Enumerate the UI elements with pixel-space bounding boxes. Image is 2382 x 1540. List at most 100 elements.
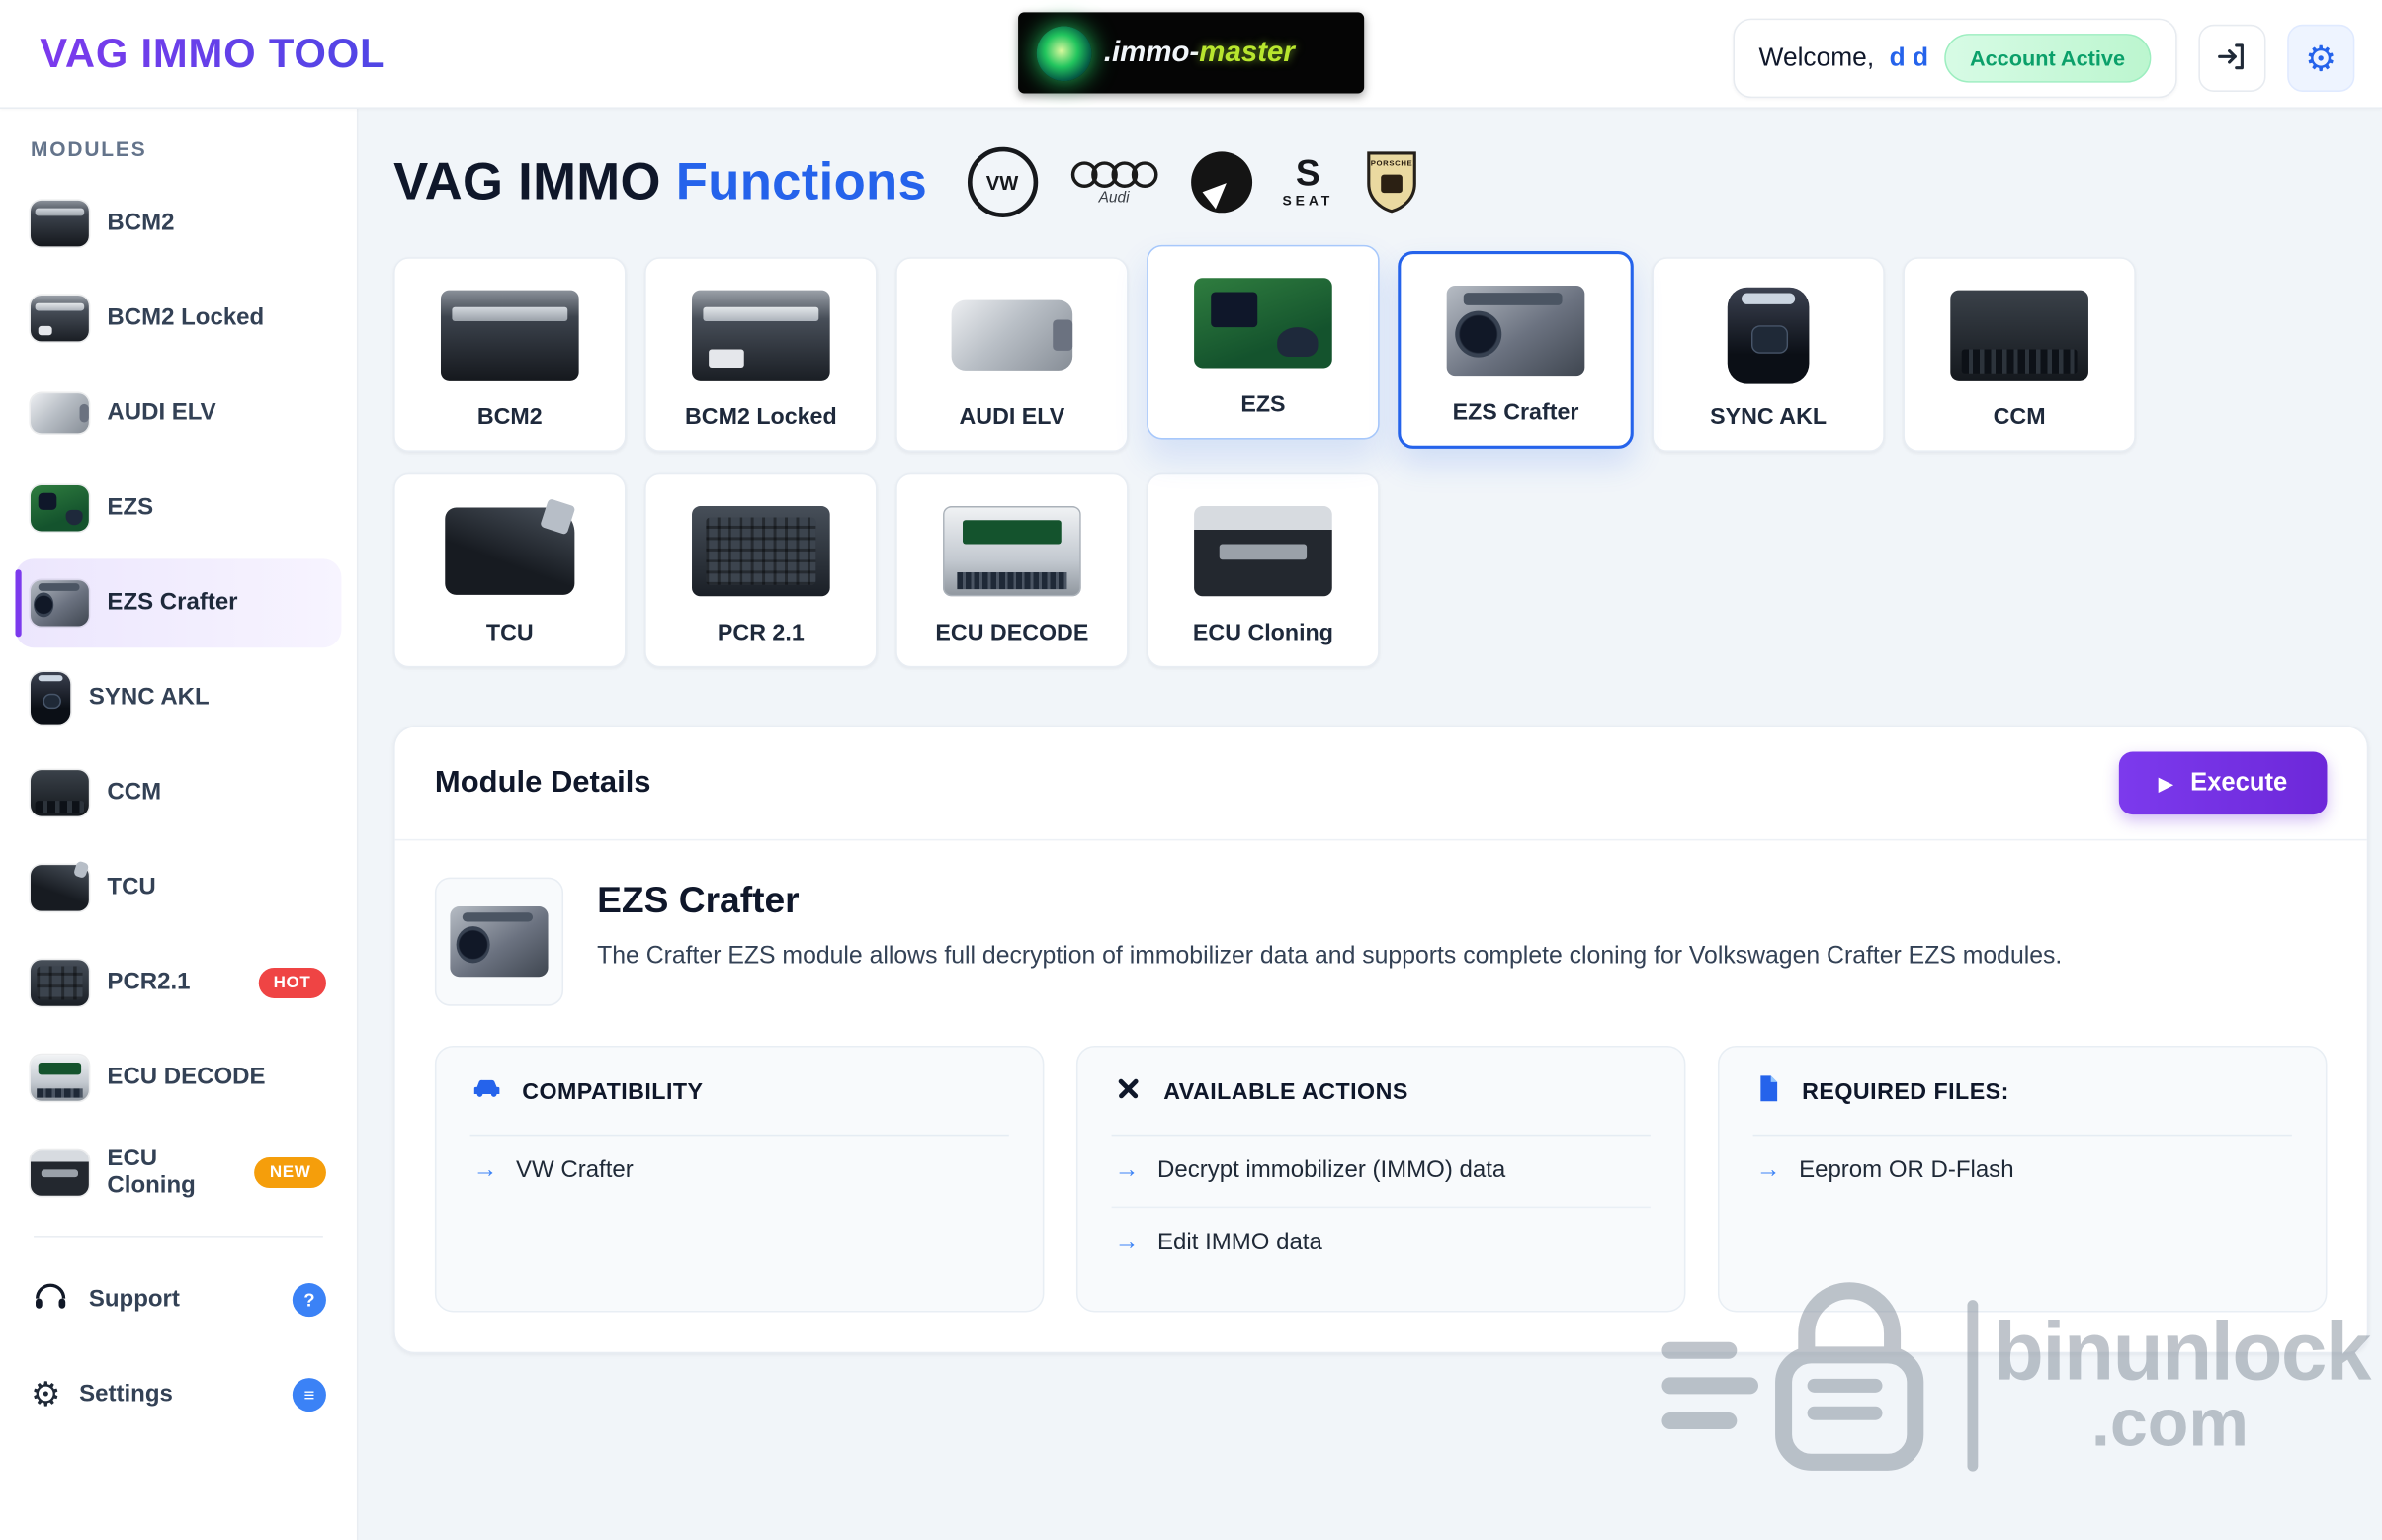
module-card-label: PCR 2.1 bbox=[717, 620, 805, 646]
sidebar-item-ecu-cloning[interactable]: ECU Cloning NEW bbox=[15, 1129, 341, 1218]
ezs-image bbox=[1194, 278, 1332, 369]
ecu-decode-image bbox=[943, 506, 1081, 597]
gear-icon: ⚙ bbox=[30, 1375, 61, 1413]
module-card-sync-akl[interactable]: SYNC AKL bbox=[1652, 257, 1885, 452]
module-card-bcm2[interactable]: BCM2 bbox=[393, 257, 627, 452]
tools-icon bbox=[1112, 1071, 1146, 1113]
sidebar-item-label: PCR2.1 bbox=[107, 969, 191, 995]
engine-glow-icon bbox=[1036, 25, 1092, 81]
module-card-ezs-crafter[interactable]: EZS Crafter bbox=[1398, 251, 1634, 449]
play-icon: ▶ bbox=[2158, 771, 2174, 795]
sidebar-item-pcr21[interactable]: PCR2.1 HOT bbox=[15, 939, 341, 1028]
sidebar-item-ccm[interactable]: CCM bbox=[15, 748, 341, 837]
info-item: → Decrypt immobilizer (IMMO) data bbox=[1112, 1136, 1651, 1206]
tcu-image bbox=[445, 507, 575, 595]
module-card-tcu[interactable]: TCU bbox=[393, 472, 627, 668]
sidebar-item-sync-akl[interactable]: SYNC AKL bbox=[15, 653, 341, 742]
module-card-label: BCM2 Locked bbox=[685, 403, 837, 431]
bcm2-icon bbox=[30, 200, 89, 247]
ccm-icon bbox=[30, 770, 89, 816]
execute-button[interactable]: ▶ Execute bbox=[2118, 751, 2328, 815]
info-item: → Edit IMMO data bbox=[1111, 1206, 1651, 1279]
pcr21-image bbox=[692, 506, 830, 597]
module-card-audi-elv[interactable]: AUDI ELV bbox=[895, 257, 1129, 452]
ccm-image bbox=[1950, 290, 2088, 381]
module-card-ccm[interactable]: CCM bbox=[1903, 257, 2136, 452]
audi-elv-image bbox=[951, 299, 1073, 371]
sidebar-item-bcm2[interactable]: BCM2 bbox=[15, 179, 341, 268]
hot-badge: HOT bbox=[258, 967, 326, 998]
module-card-ecu-cloning[interactable]: ECU Cloning bbox=[1147, 472, 1380, 668]
ezs-crafter-icon bbox=[30, 580, 89, 627]
audi-logo: Audi bbox=[1068, 158, 1160, 206]
module-card-bcm2-locked[interactable]: BCM2 Locked bbox=[644, 257, 878, 452]
info-cards-row: COMPATIBILITY → VW Crafter AVAILABLE ACT… bbox=[395, 1040, 2367, 1313]
sidebar-item-settings[interactable]: ⚙ Settings ≡ bbox=[15, 1350, 341, 1439]
info-card-title: REQUIRED FILES: bbox=[1802, 1079, 2009, 1106]
arrow-icon: → bbox=[472, 1157, 498, 1184]
module-card-ezs[interactable]: EZS bbox=[1147, 244, 1380, 440]
porsche-logo: PORSCHE bbox=[1364, 150, 1419, 214]
new-badge: NEW bbox=[254, 1157, 326, 1189]
sidebar-item-ezs[interactable]: EZS bbox=[15, 464, 341, 553]
banner-text: .immo-master bbox=[1104, 36, 1295, 69]
required-files-card: REQUIRED FILES: → Eeprom OR D-Flash bbox=[1717, 1045, 2328, 1313]
sidebar-item-label: CCM bbox=[107, 779, 162, 806]
sidebar-item-label: Settings bbox=[79, 1381, 173, 1408]
sidebar-item-ecu-decode[interactable]: ECU DECODE bbox=[15, 1034, 341, 1123]
info-item-text: Edit IMMO data bbox=[1157, 1229, 1322, 1256]
sidebar-item-audi-elv[interactable]: AUDI ELV bbox=[15, 369, 341, 458]
info-card-title: AVAILABLE ACTIONS bbox=[1163, 1079, 1408, 1106]
sidebar-item-label: BCM2 Locked bbox=[107, 304, 265, 331]
logout-icon bbox=[2215, 39, 2249, 77]
header-actions: Welcome, d d Account Active ⚙ bbox=[1733, 18, 2355, 99]
support-badge-icon: ? bbox=[292, 1283, 326, 1318]
sync-akl-image bbox=[1727, 287, 1810, 384]
sidebar-item-support[interactable]: Support ? bbox=[15, 1255, 341, 1344]
module-description: The Crafter EZS module allows full decry… bbox=[597, 943, 2063, 970]
sync-akl-icon bbox=[30, 672, 71, 725]
settings-button[interactable]: ⚙ bbox=[2287, 24, 2355, 92]
sidebar-module-list: BCM2 BCM2 Locked AUDI ELV EZS EZS Crafte… bbox=[0, 179, 357, 1439]
sidebar-item-label: TCU bbox=[107, 874, 156, 900]
ezs-icon bbox=[30, 485, 89, 532]
sidebar-item-bcm2-locked[interactable]: BCM2 Locked bbox=[15, 274, 341, 363]
sidebar-item-tcu[interactable]: TCU bbox=[15, 843, 341, 932]
module-card-pcr21[interactable]: PCR 2.1 bbox=[644, 472, 878, 668]
sidebar-item-label: EZS bbox=[107, 494, 154, 521]
info-item-text: Decrypt immobilizer (IMMO) data bbox=[1157, 1157, 1506, 1184]
module-card-label: CCM bbox=[1993, 403, 2046, 431]
module-details-panel: Module Details ▶ Execute EZS Crafter The… bbox=[393, 726, 2369, 1354]
module-name: EZS Crafter bbox=[597, 880, 800, 922]
sidebar-item-label: BCM2 bbox=[107, 210, 175, 236]
pcr21-icon bbox=[30, 960, 89, 1006]
module-thumbnail bbox=[434, 877, 564, 1006]
module-card-label: AUDI ELV bbox=[959, 403, 1065, 431]
module-card-label: EZS Crafter bbox=[1452, 399, 1579, 426]
compatibility-card: COMPATIBILITY → VW Crafter bbox=[434, 1045, 1045, 1313]
module-card-label: BCM2 bbox=[476, 403, 543, 431]
username: d d bbox=[1889, 43, 1929, 72]
arrow-icon: → bbox=[1755, 1157, 1781, 1184]
ecu-decode-icon bbox=[30, 1055, 89, 1101]
arrow-icon: → bbox=[1114, 1157, 1140, 1184]
module-card-label: ECU Cloning bbox=[1192, 620, 1333, 646]
page-title-primary: VAG IMMO bbox=[393, 152, 661, 211]
arrow-icon: → bbox=[1114, 1229, 1140, 1256]
banner-text-prefix: .immo- bbox=[1103, 36, 1200, 68]
logout-button[interactable] bbox=[2198, 24, 2266, 92]
main-content: VAG IMMO Functions VW Audi S SEAT bbox=[356, 107, 2382, 1540]
sidebar-item-label: ECU Cloning bbox=[107, 1145, 196, 1199]
bcm2-image bbox=[440, 290, 579, 381]
account-status-badge: Account Active bbox=[1943, 34, 2152, 83]
sidebar-item-ezs-crafter[interactable]: EZS Crafter bbox=[15, 558, 342, 648]
module-card-label: TCU bbox=[485, 620, 534, 646]
module-card-label: EZS bbox=[1240, 391, 1286, 418]
ezs-crafter-image bbox=[1446, 285, 1585, 377]
panel-title: Module Details bbox=[434, 765, 651, 800]
banner-text-suffix: master bbox=[1199, 36, 1295, 68]
module-card-ecu-decode[interactable]: ECU DECODE bbox=[895, 472, 1129, 668]
car-icon bbox=[470, 1071, 504, 1113]
skoda-logo bbox=[1190, 151, 1252, 214]
